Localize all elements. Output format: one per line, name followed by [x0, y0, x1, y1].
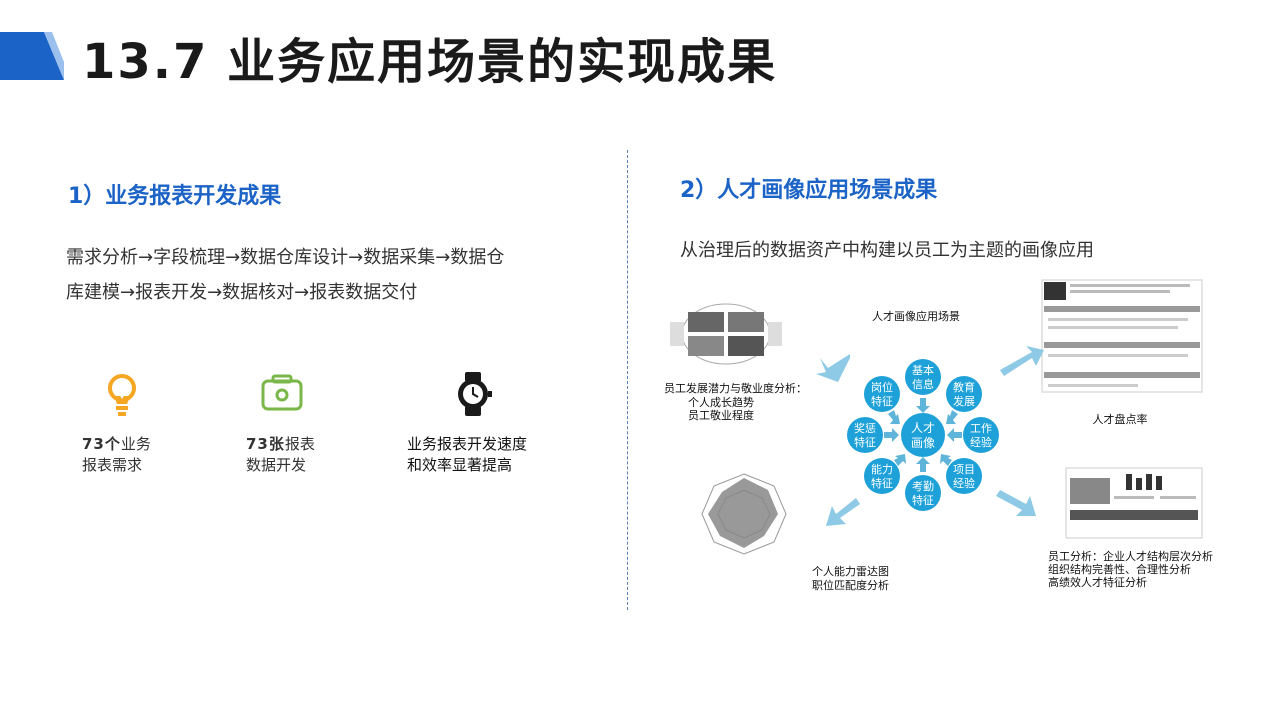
caption-employee-3: 高绩效人才特征分析 [1048, 575, 1147, 589]
stat-report-requirements: 73个业务 报表需求 [82, 370, 151, 476]
portrait-node-label: 工作 [970, 422, 992, 435]
arrow-top-right-icon [1000, 346, 1044, 376]
process-flow-text: 需求分析→字段梳理→数据仓库设计→数据采集→数据仓 库建模→报表开发→数据核对→… [66, 240, 586, 310]
process-line: 需求分析→字段梳理→数据仓库设计→数据采集→数据仓 [66, 247, 505, 268]
page-title: 13.7 业务应用场景的实现成果 [82, 34, 778, 90]
portrait-node-label: 经验 [953, 476, 975, 490]
portrait-node-label: 项目 [953, 463, 975, 476]
svg-text:画像: 画像 [911, 436, 935, 450]
portrait-node-label: 考勤 [912, 480, 934, 493]
portrait-node-label: 特征 [854, 435, 876, 449]
portrait-node-circle [905, 475, 941, 511]
stat-label: 和效率显著提高 [407, 456, 513, 474]
caption-talent-inventory: 人才盘点率 [1093, 412, 1148, 426]
portrait-node-circle [946, 458, 983, 495]
caption-employee-1: 员工分析：企业人才结构层次分析 [1048, 549, 1213, 563]
camera-icon [261, 374, 303, 411]
caption-radar-1: 个人能力雷达图 [812, 564, 889, 578]
caption-development-3: 员工敬业程度 [688, 408, 754, 422]
thumbnail-development-potential [670, 303, 782, 365]
portrait-node-label: 教育 [953, 380, 975, 394]
portrait-node-label: 特征 [871, 394, 893, 408]
stat-efficiency: 业务报表开发速度 和效率显著提高 [407, 370, 527, 476]
arrow-top-left-icon [816, 354, 850, 382]
portrait-node-circle [905, 359, 941, 395]
section-heading-talent-portrait: 2）人才画像应用场景成果 [680, 178, 938, 203]
portrait-node-circle [863, 375, 900, 412]
column-divider [627, 150, 628, 610]
portrait-node-label: 特征 [871, 476, 893, 490]
portrait-node-circle [847, 417, 883, 453]
thumbnail-talent-inventory [1041, 279, 1203, 393]
portrait-node-circle [963, 417, 999, 453]
diagram-canvas: 员工发展潜力与敬业度分析： 个人成长趋势 员工敬业程度 人才画像应用场景 人才盘… [664, 279, 1213, 592]
portrait-node-label: 能力 [871, 462, 893, 476]
arrow-bottom-right-icon [996, 490, 1036, 516]
section-heading-report-dev: 1）业务报表开发成果 [68, 184, 282, 209]
watch-icon [458, 372, 492, 416]
caption-development-2: 个人成长趋势 [688, 396, 754, 409]
portrait-node-label: 特征 [912, 493, 934, 507]
portrait-node-label: 奖惩 [854, 421, 876, 435]
section-description: 从治理后的数据资产中构建以员工为主题的画像应用 [680, 240, 1094, 261]
svg-text:人才: 人才 [911, 421, 935, 435]
lightbulb-icon [108, 374, 136, 416]
stat-label: 业务 [120, 435, 151, 453]
caption-radar-2: 职位匹配度分析 [812, 578, 889, 592]
caption-employee-2: 组织结构完善性、合理性分析 [1048, 562, 1191, 576]
portrait-feature-nodes: 基本信息教育发展工作经验项目经验考勤特征能力特征奖惩特征岗位特征 [847, 359, 999, 511]
portrait-node-label: 发展 [953, 394, 975, 408]
diagram-title: 人才画像应用场景 [872, 309, 960, 323]
stat-report-development: 73张报表 数据开发 [246, 370, 315, 476]
stat-label: 业务报表开发速度 [407, 435, 528, 453]
process-line: 库建模→报表开发→数据核对→报表数据交付 [66, 282, 418, 303]
talent-portrait-diagram: 员工发展潜力与敬业度分析： 个人成长趋势 员工敬业程度 人才画像应用场景 人才盘… [660, 278, 1220, 600]
portrait-node-label: 基本 [912, 363, 934, 377]
thumbnail-employee-analysis [1065, 467, 1203, 539]
portrait-node-circle [863, 458, 900, 495]
stat-label: 报表需求 [82, 456, 143, 474]
caption-development-1: 员工发展潜力与敬业度分析： [664, 381, 807, 395]
portrait-node-label: 信息 [912, 377, 934, 391]
portrait-node-label: 经验 [970, 435, 992, 449]
portrait-node-circle [946, 375, 983, 412]
title-accent-bar [0, 32, 64, 80]
outward-arrows [816, 346, 1044, 526]
arrow-bottom-left-icon [826, 498, 860, 526]
stat-number: 73个 [82, 435, 121, 453]
stat-number: 73张 [246, 435, 285, 453]
stat-label: 数据开发 [246, 456, 307, 474]
thumbnail-radar-chart [701, 473, 787, 555]
portrait-node-label: 岗位 [871, 380, 893, 394]
stat-label: 报表 [284, 435, 315, 453]
portrait-center-node: 人才 画像 [901, 413, 945, 457]
